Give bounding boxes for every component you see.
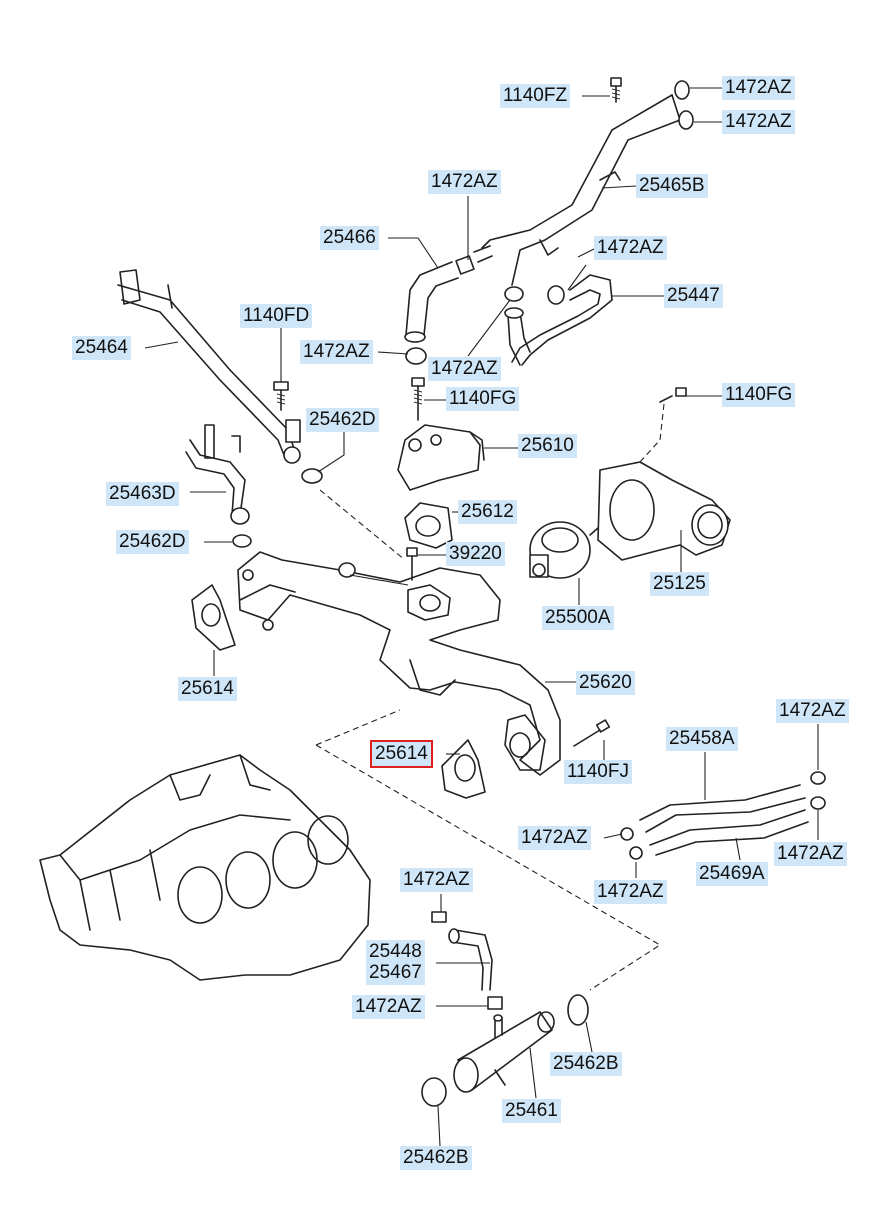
bolt-1140fg: [411, 377, 425, 421]
label-25125[interactable]: 25125: [650, 572, 709, 596]
clamp-icon-lower: [487, 996, 503, 1010]
label-1472az[interactable]: 1472AZ: [352, 995, 425, 1019]
label-25610[interactable]: 25610: [518, 434, 577, 458]
pipe-25461: [453, 1011, 555, 1093]
label-1140fz[interactable]: 1140FZ: [500, 84, 571, 108]
label-25462b[interactable]: 25462B: [400, 1146, 472, 1170]
label-25458a[interactable]: 25458A: [666, 727, 738, 751]
label-1140fd[interactable]: 1140FD: [240, 304, 313, 328]
label-25467[interactable]: 25467: [366, 961, 425, 985]
label-25448[interactable]: 25448: [366, 940, 425, 964]
label-1140fg[interactable]: 1140FG: [446, 387, 520, 411]
hose-25447: [504, 274, 613, 366]
pipe-25464: [117, 269, 301, 464]
o-ring-25462b-right: [567, 994, 589, 1026]
label-1472az[interactable]: 1472AZ: [400, 868, 473, 892]
label-25466[interactable]: 25466: [320, 226, 379, 250]
hose-25466: [404, 245, 493, 343]
bolt-1140fz: [610, 77, 622, 103]
label-25469a[interactable]: 25469A: [696, 862, 768, 886]
label-25465b[interactable]: 25465B: [636, 174, 708, 198]
o-ring-25462d: [301, 468, 323, 484]
label-1140fj[interactable]: 1140FJ: [564, 760, 632, 784]
label-1472az[interactable]: 1472AZ: [776, 699, 849, 723]
label-1472az[interactable]: 1472AZ: [428, 170, 501, 194]
label-25462d[interactable]: 25462D: [116, 530, 189, 554]
inlet-25125: [597, 461, 731, 561]
label-1472az[interactable]: 1472AZ: [428, 357, 501, 381]
pipe-25463d: [185, 424, 250, 525]
label-25447[interactable]: 25447: [664, 284, 723, 308]
engine-block: [39, 754, 371, 981]
clamp-icon: [405, 347, 427, 365]
gasket-25614-left: [191, 584, 236, 651]
hose-25448: [431, 911, 493, 991]
dash-line: [639, 403, 665, 463]
pipe-25469a: [629, 796, 826, 860]
bolt-1140fd: [273, 381, 289, 411]
label-25463d[interactable]: 25463D: [106, 482, 179, 506]
label-25462b[interactable]: 25462B: [550, 1052, 622, 1076]
dash-line-2: [315, 709, 401, 746]
label-25462d[interactable]: 25462D: [306, 408, 379, 432]
label-1140fg[interactable]: 1140FG: [722, 383, 796, 407]
gasket-25614-right: [441, 739, 486, 799]
label-1472az[interactable]: 1472AZ: [300, 340, 373, 364]
housing-25610: [397, 424, 485, 491]
dash-line-4: [319, 489, 406, 561]
bolt-1140fj: [573, 719, 611, 747]
pipe-25458a: [620, 771, 826, 841]
label-1472az[interactable]: 1472AZ: [594, 880, 667, 904]
o-ring-25462b-left: [421, 1077, 447, 1107]
dash-line-3: [315, 744, 662, 991]
gasket-25612: [404, 502, 453, 549]
label-25620[interactable]: 25620: [576, 671, 635, 695]
label-1472az[interactable]: 1472AZ: [518, 826, 591, 850]
pipe-25465b: [481, 80, 694, 286]
label-1472az[interactable]: 1472AZ: [774, 842, 847, 866]
label-25612[interactable]: 25612: [458, 500, 517, 524]
label-25500a[interactable]: 25500A: [542, 606, 614, 630]
label-1472az[interactable]: 1472AZ: [722, 76, 795, 100]
thermostat-25500a: [529, 521, 599, 579]
label-39220[interactable]: 39220: [446, 542, 505, 566]
label-25614[interactable]: 25614: [178, 677, 237, 701]
label-25614-highlighted[interactable]: 25614: [370, 740, 433, 768]
label-1472az[interactable]: 1472AZ: [594, 236, 667, 260]
bolt-1140fg-right: [659, 387, 687, 403]
manifold-25620: [237, 551, 561, 776]
o-ring-25462d-lower: [232, 534, 252, 548]
label-25464[interactable]: 25464: [72, 336, 131, 360]
label-25461[interactable]: 25461: [502, 1099, 561, 1123]
label-1472az[interactable]: 1472AZ: [722, 110, 795, 134]
sensor-39220: [406, 547, 418, 581]
leader-lines: [144, 87, 819, 1147]
